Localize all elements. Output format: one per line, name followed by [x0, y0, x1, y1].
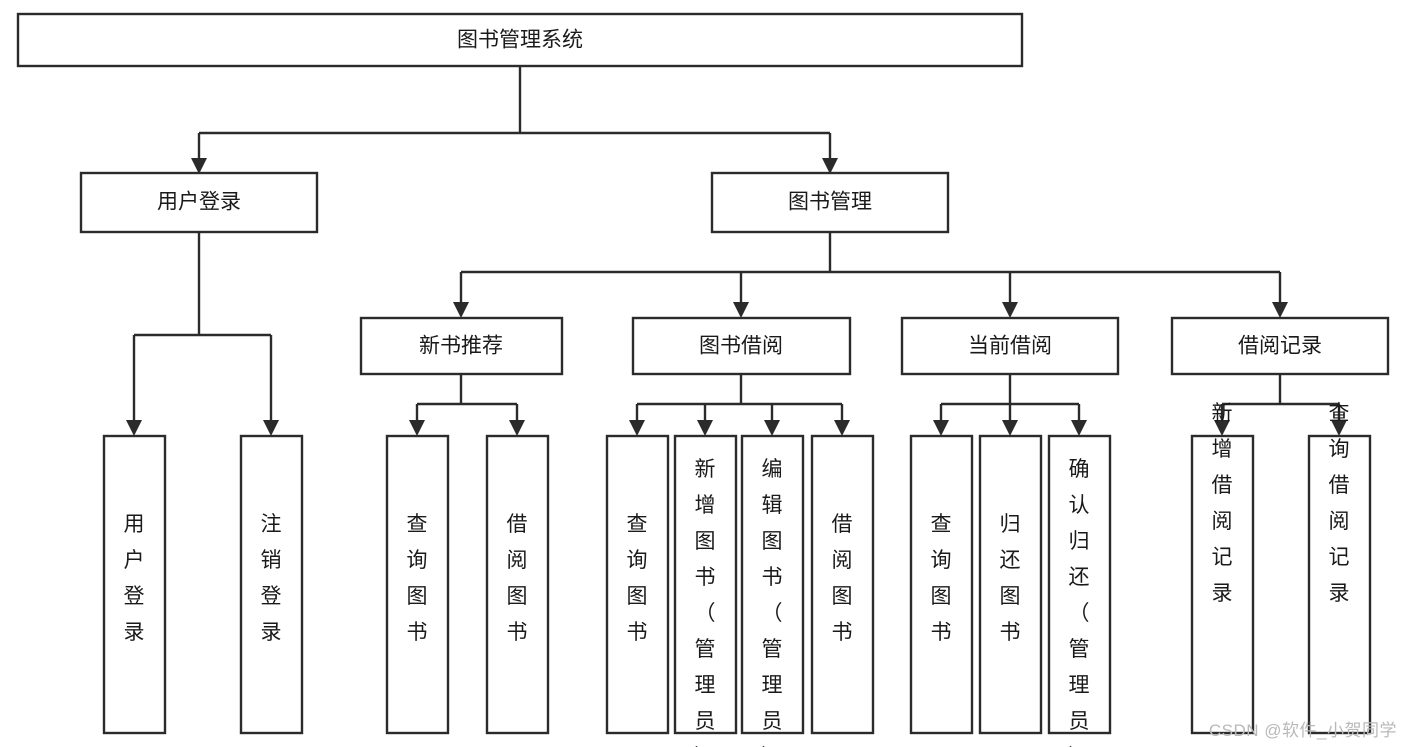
leaf-user-login-box[interactable] — [102, 434, 167, 735]
leaf-query-record[interactable]: 查询借阅记录 — [1307, 402, 1372, 735]
node-user-login[interactable]: 用户登录 — [79, 171, 319, 234]
leaf-confirm-return-label: 确认归还（管理员） — [1069, 458, 1090, 747]
node-user-login-label: 用户登录 — [157, 191, 241, 214]
arrow-bookborrow-leaf3 — [764, 420, 780, 436]
node-book-borrow-box[interactable] — [631, 316, 852, 376]
node-user-login-box[interactable] — [79, 171, 319, 234]
node-book-manage[interactable]: 图书管理 — [710, 171, 950, 234]
leaf-add-book[interactable]: 新增图书（管理员） — [673, 434, 738, 747]
node-new-book-recommend-label: 新书推荐 — [419, 335, 503, 358]
arrow-currentborrow-leaf3 — [1071, 420, 1087, 436]
arrow-newbook-leaf2 — [509, 420, 525, 436]
leaf-edit-book-box[interactable] — [740, 434, 805, 735]
leaf-confirm-return-box[interactable] — [1047, 434, 1112, 735]
node-root-box[interactable] — [16, 12, 1024, 68]
leaf-add-book-label: 新增图书（管理员） — [695, 458, 716, 747]
arrow-bookmanage-c4 — [1272, 302, 1288, 318]
leaf-confirm-return[interactable]: 确认归还（管理员） — [1047, 434, 1112, 747]
connector-layer — [126, 66, 1347, 436]
leaf-borrow-book-2-label: 借阅图书 — [832, 513, 853, 644]
arrow-bookborrow-leaf1 — [629, 420, 645, 436]
node-root[interactable]: 图书管理系统 — [16, 12, 1024, 68]
leaf-query-book-3-label: 查询图书 — [931, 513, 952, 644]
arrow-newbook-leaf1 — [409, 420, 425, 436]
node-book-manage-label: 图书管理 — [788, 191, 872, 214]
node-book-manage-box[interactable] — [710, 171, 950, 234]
leaf-logout-label: 注销登录 — [261, 513, 282, 644]
csdn-watermark: CSDN @软件_小贺同学 — [1208, 721, 1397, 740]
node-root-label: 图书管理系统 — [457, 29, 583, 52]
node-current-borrow-box[interactable] — [900, 316, 1120, 376]
leaf-borrow-book-2-box[interactable] — [810, 434, 875, 735]
leaf-borrow-book-1-label: 借阅图书 — [507, 513, 528, 644]
node-borrow-record-box[interactable] — [1170, 316, 1390, 376]
leaf-borrow-book-1[interactable]: 借阅图书 — [485, 434, 550, 735]
node-book-borrow-label: 图书借阅 — [699, 335, 783, 358]
leaf-query-book-2-box[interactable] — [605, 434, 670, 735]
arrow-userlogin-leaf2 — [263, 420, 279, 436]
node-new-book-recommend[interactable]: 新书推荐 — [359, 316, 564, 376]
leaf-return-book[interactable]: 归还图书 — [978, 434, 1043, 735]
leaf-query-record-label: 查询借阅记录 — [1329, 402, 1350, 605]
leaf-query-book-1[interactable]: 查询图书 — [385, 434, 450, 735]
leaf-query-book-3[interactable]: 查询图书 — [909, 434, 974, 735]
leaf-logout[interactable]: 注销登录 — [239, 434, 304, 735]
leaf-logout-box[interactable] — [239, 434, 304, 735]
leaf-borrow-book-1-box[interactable] — [485, 434, 550, 735]
arrow-borrowrecord-leaf1 — [1214, 420, 1230, 436]
leaf-return-book-label: 归还图书 — [1000, 513, 1021, 644]
leaf-add-record-box[interactable] — [1190, 434, 1255, 735]
node-borrow-record[interactable]: 借阅记录 — [1170, 316, 1390, 376]
leaf-user-login[interactable]: 用户登录 — [102, 434, 167, 735]
node-new-book-recommend-box[interactable] — [359, 316, 564, 376]
leaf-query-book-2-label: 查询图书 — [627, 513, 648, 644]
node-book-borrow[interactable]: 图书借阅 — [631, 316, 852, 376]
leaf-add-book-box[interactable] — [673, 434, 738, 735]
leaf-add-record[interactable]: 新增借阅记录 — [1190, 402, 1255, 735]
arrow-bookmanage-c2 — [733, 302, 749, 318]
arrow-root-to-user-login — [191, 158, 207, 174]
leaf-query-book-1-box[interactable] — [385, 434, 450, 735]
leaf-query-book-2[interactable]: 查询图书 — [605, 434, 670, 735]
leaf-query-book-1-label: 查询图书 — [407, 513, 428, 644]
arrow-borrowrecord-leaf2 — [1331, 420, 1347, 436]
arrow-userlogin-leaf1 — [126, 420, 142, 436]
arrow-currentborrow-leaf2 — [1002, 420, 1018, 436]
arrow-bookmanage-c3 — [1002, 302, 1018, 318]
node-borrow-record-label: 借阅记录 — [1238, 335, 1322, 358]
leaf-add-record-label: 新增借阅记录 — [1212, 402, 1233, 605]
arrow-root-to-book-manage — [822, 158, 838, 174]
leaf-query-book-3-box[interactable] — [909, 434, 974, 735]
node-current-borrow[interactable]: 当前借阅 — [900, 316, 1120, 376]
leaf-borrow-book-2[interactable]: 借阅图书 — [810, 434, 875, 735]
leaf-return-book-box[interactable] — [978, 434, 1043, 735]
node-current-borrow-label: 当前借阅 — [968, 335, 1052, 358]
leaf-user-login-label: 用户登录 — [124, 513, 145, 644]
arrow-bookborrow-leaf4 — [834, 420, 850, 436]
leaf-query-record-box[interactable] — [1307, 434, 1372, 735]
arrow-currentborrow-leaf1 — [933, 420, 949, 436]
leaf-edit-book[interactable]: 编辑图书（管理员） — [740, 434, 805, 747]
arrow-bookborrow-leaf2 — [697, 420, 713, 436]
leaf-edit-book-label: 编辑图书（管理员） — [762, 458, 783, 747]
arrow-bookmanage-c1 — [453, 302, 469, 318]
